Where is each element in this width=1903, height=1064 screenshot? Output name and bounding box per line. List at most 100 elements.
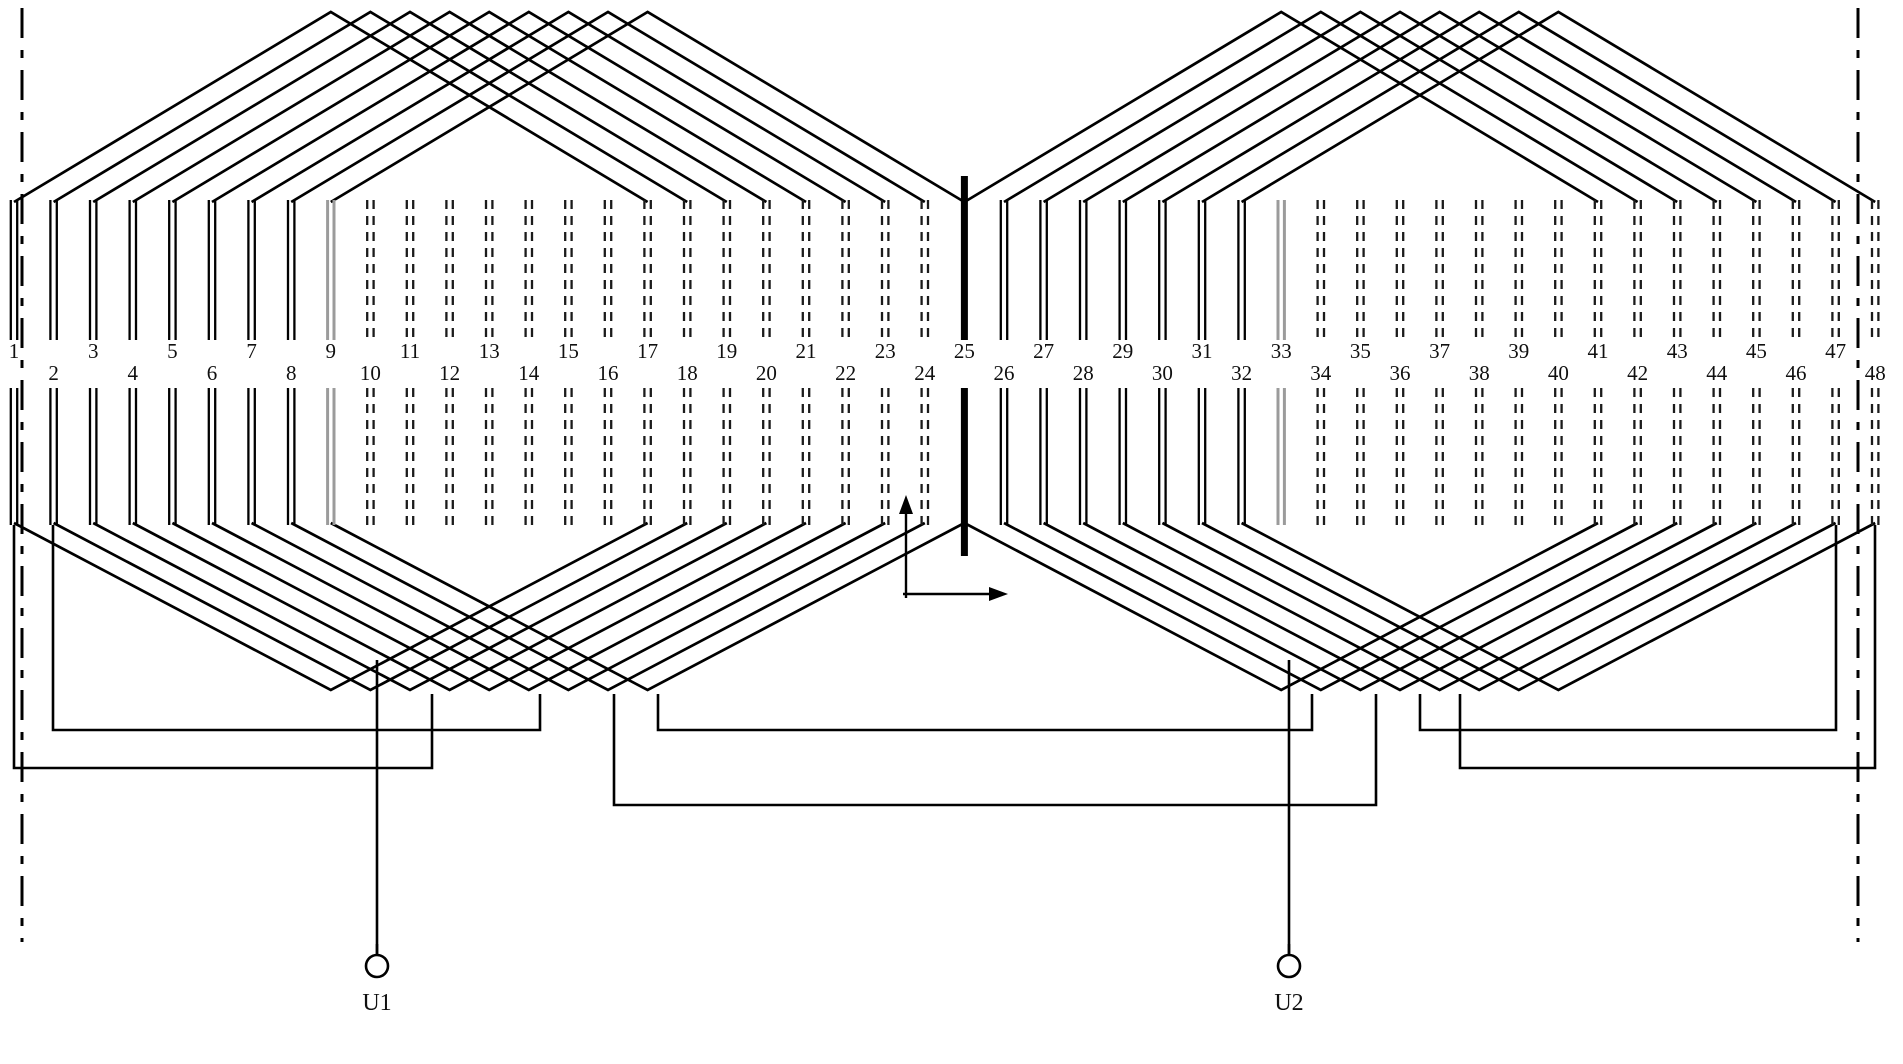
slot-number: 45 — [1746, 339, 1767, 363]
coil-top-end-turn — [211, 10, 847, 204]
coil-top-end-turn — [963, 10, 1599, 204]
coil-top-end-turn — [132, 10, 768, 204]
coil-top-end-turn — [250, 10, 886, 204]
slot-number: 3 — [88, 339, 99, 363]
coil-top-end-turn — [330, 10, 966, 204]
coil-top-end-turn — [1201, 10, 1837, 204]
coil-top-end-turn — [1082, 10, 1718, 204]
terminal-label: U2 — [1274, 990, 1303, 1016]
coil-bottom-end-turn — [250, 521, 886, 692]
slot-number: 4 — [128, 361, 139, 385]
slot-number: 23 — [875, 339, 896, 363]
coil-bottom-end-turn — [52, 521, 688, 692]
slot-number: 47 — [1825, 339, 1846, 363]
slot-number: 32 — [1231, 361, 1252, 385]
slot-number: 48 — [1865, 361, 1886, 385]
slot-number: 1 — [9, 339, 20, 363]
coil-bottom-end-turn — [1240, 521, 1876, 692]
coil-group-right — [963, 10, 1876, 692]
slot-number: 14 — [518, 361, 540, 385]
slot-number: 25 — [954, 339, 975, 363]
slot-number: 9 — [326, 339, 337, 363]
slot-number: 31 — [1192, 339, 1213, 363]
slot-number: 44 — [1706, 361, 1728, 385]
coil-top-end-turn — [1042, 10, 1678, 204]
slot-number: 40 — [1548, 361, 1569, 385]
slot-number: 12 — [439, 361, 460, 385]
coil-bottom-end-turn — [92, 521, 728, 692]
coil-bottom-end-turn — [171, 521, 807, 692]
slot-number: 10 — [360, 361, 381, 385]
slot-number: 21 — [796, 339, 817, 363]
terminal-circle — [364, 953, 390, 979]
slot-number: 27 — [1033, 339, 1054, 363]
slot-number: 42 — [1627, 361, 1648, 385]
arrow-right-head — [989, 587, 1008, 601]
slot-number: 36 — [1390, 361, 1411, 385]
slot-number: 39 — [1508, 339, 1529, 363]
coil-top-end-turn — [1003, 10, 1639, 204]
coil-bottom-end-turn — [211, 521, 847, 692]
terminal-label: U1 — [362, 990, 391, 1016]
slot-number: 7 — [246, 339, 257, 363]
connection-wire — [1418, 525, 1838, 732]
slot-number: 2 — [48, 361, 59, 385]
slot-number: 19 — [716, 339, 737, 363]
arrow-up-head — [899, 495, 913, 514]
slot-number: 43 — [1667, 339, 1688, 363]
coil-top-end-turn — [1122, 10, 1758, 204]
slot-numbers: 1234567891011121314151617181920212223242… — [9, 339, 1886, 385]
connection-wire — [612, 694, 1378, 807]
coil-bottom-end-turn — [13, 521, 649, 692]
slot-number: 34 — [1310, 361, 1332, 385]
slot-number: 33 — [1271, 339, 1292, 363]
coil-top-end-turn — [52, 10, 688, 204]
terminal-u1: U1 — [362, 944, 392, 1016]
slot-number: 22 — [835, 361, 856, 385]
terminal-circle — [1276, 953, 1302, 979]
coil-bottom-end-turn — [1003, 521, 1639, 692]
slot-number: 16 — [598, 361, 619, 385]
slot-number: 18 — [677, 361, 698, 385]
slot-number: 46 — [1786, 361, 1807, 385]
coil-top-end-turn — [290, 10, 926, 204]
slot-number: 13 — [479, 339, 500, 363]
coil-top-end-turn — [92, 10, 728, 204]
slot-number: 11 — [400, 339, 420, 363]
direction-arrow-icon — [899, 495, 1008, 601]
slot-number: 17 — [637, 339, 658, 363]
slot-number: 15 — [558, 339, 579, 363]
coil-top-end-turn — [171, 10, 807, 204]
coil-bottom-end-turn — [1082, 521, 1718, 692]
coil-top-end-turn — [13, 10, 649, 204]
slot-number: 28 — [1073, 361, 1094, 385]
slot-number: 38 — [1469, 361, 1490, 385]
slot-conductors — [9, 176, 1880, 556]
slot-number: 41 — [1588, 339, 1609, 363]
coil-group-left — [13, 10, 966, 692]
slot-number: 5 — [167, 339, 178, 363]
coil-bottom-end-turn — [1161, 521, 1797, 692]
slot-number: 8 — [286, 361, 297, 385]
slot-number: 37 — [1429, 339, 1450, 363]
slot-number: 6 — [207, 361, 218, 385]
coil-bottom-end-turn — [1201, 521, 1837, 692]
coil-top-end-turn — [1161, 10, 1797, 204]
coil-bottom-end-turn — [132, 521, 768, 692]
slot-number: 29 — [1112, 339, 1133, 363]
coil-bottom-end-turn — [1122, 521, 1758, 692]
slot-number: 35 — [1350, 339, 1371, 363]
connection-wires — [12, 525, 1877, 955]
coil-end-turns — [13, 10, 1876, 692]
coil-bottom-end-turn — [290, 521, 926, 692]
slot-number: 20 — [756, 361, 777, 385]
coil-bottom-end-turn — [1042, 521, 1678, 692]
slot-number: 26 — [994, 361, 1015, 385]
connection-wire — [656, 694, 1314, 732]
coil-top-end-turn — [1240, 10, 1876, 204]
coil-bottom-end-turn — [330, 521, 966, 692]
terminal-u2: U2 — [1274, 944, 1304, 1016]
